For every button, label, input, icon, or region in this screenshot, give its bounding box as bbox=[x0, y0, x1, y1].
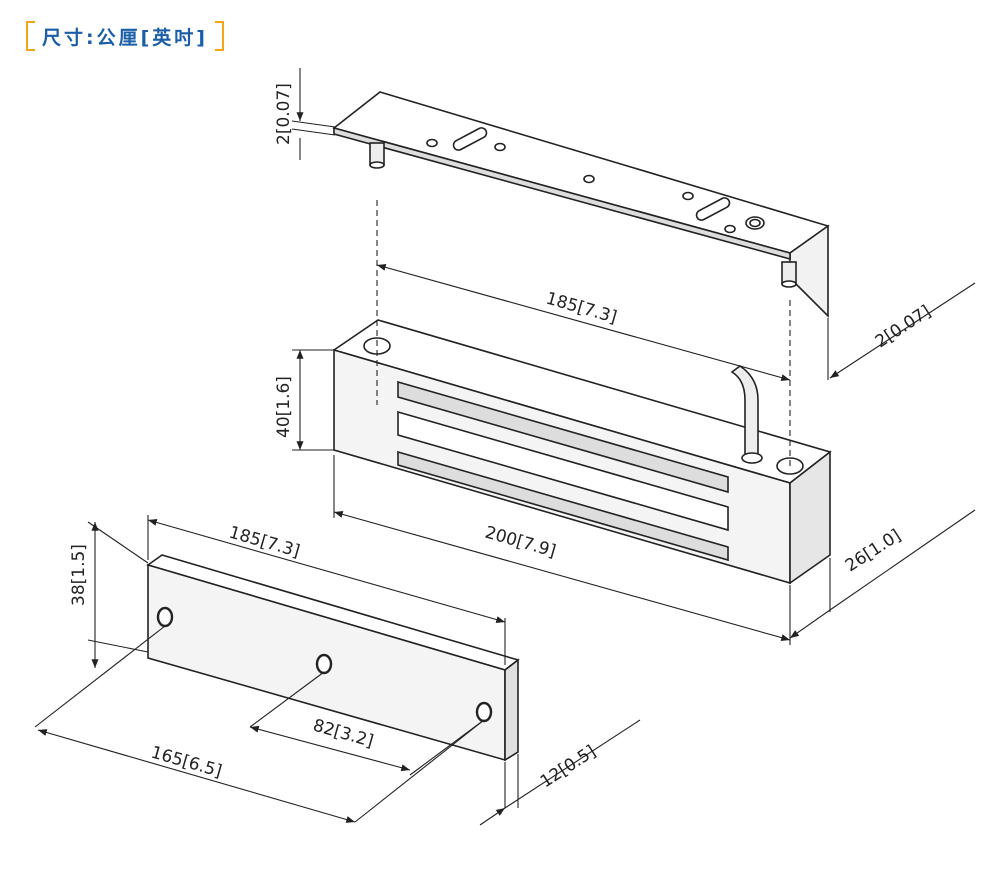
dim-armature-outer-hole-spacing: 165[6.5] bbox=[149, 743, 224, 782]
page-title: 尺寸:公厘[英吋] bbox=[42, 26, 208, 49]
right-bracket-icon bbox=[214, 21, 224, 51]
mounting-bracket bbox=[332, 91, 830, 318]
dim-armature-height: 38[1.5] bbox=[69, 544, 89, 606]
dim-body-depth: 26[1.0] bbox=[842, 526, 905, 577]
dim-armature-length: 185[7.3] bbox=[227, 523, 302, 562]
dim-armature-thickness: 12[0.5] bbox=[537, 742, 600, 793]
dim-bracket-offset: 2[0.07] bbox=[872, 302, 935, 353]
dimension-lines bbox=[34, 68, 976, 826]
header: 尺寸:公厘[英吋] bbox=[26, 18, 224, 54]
dim-body-height: 40[1.6] bbox=[274, 376, 294, 438]
magnet-body bbox=[332, 319, 832, 585]
left-bracket-icon bbox=[26, 21, 36, 51]
dim-plate-thickness: 2[0.07] bbox=[274, 83, 294, 145]
dim-body-length: 200[7.9] bbox=[483, 523, 558, 562]
